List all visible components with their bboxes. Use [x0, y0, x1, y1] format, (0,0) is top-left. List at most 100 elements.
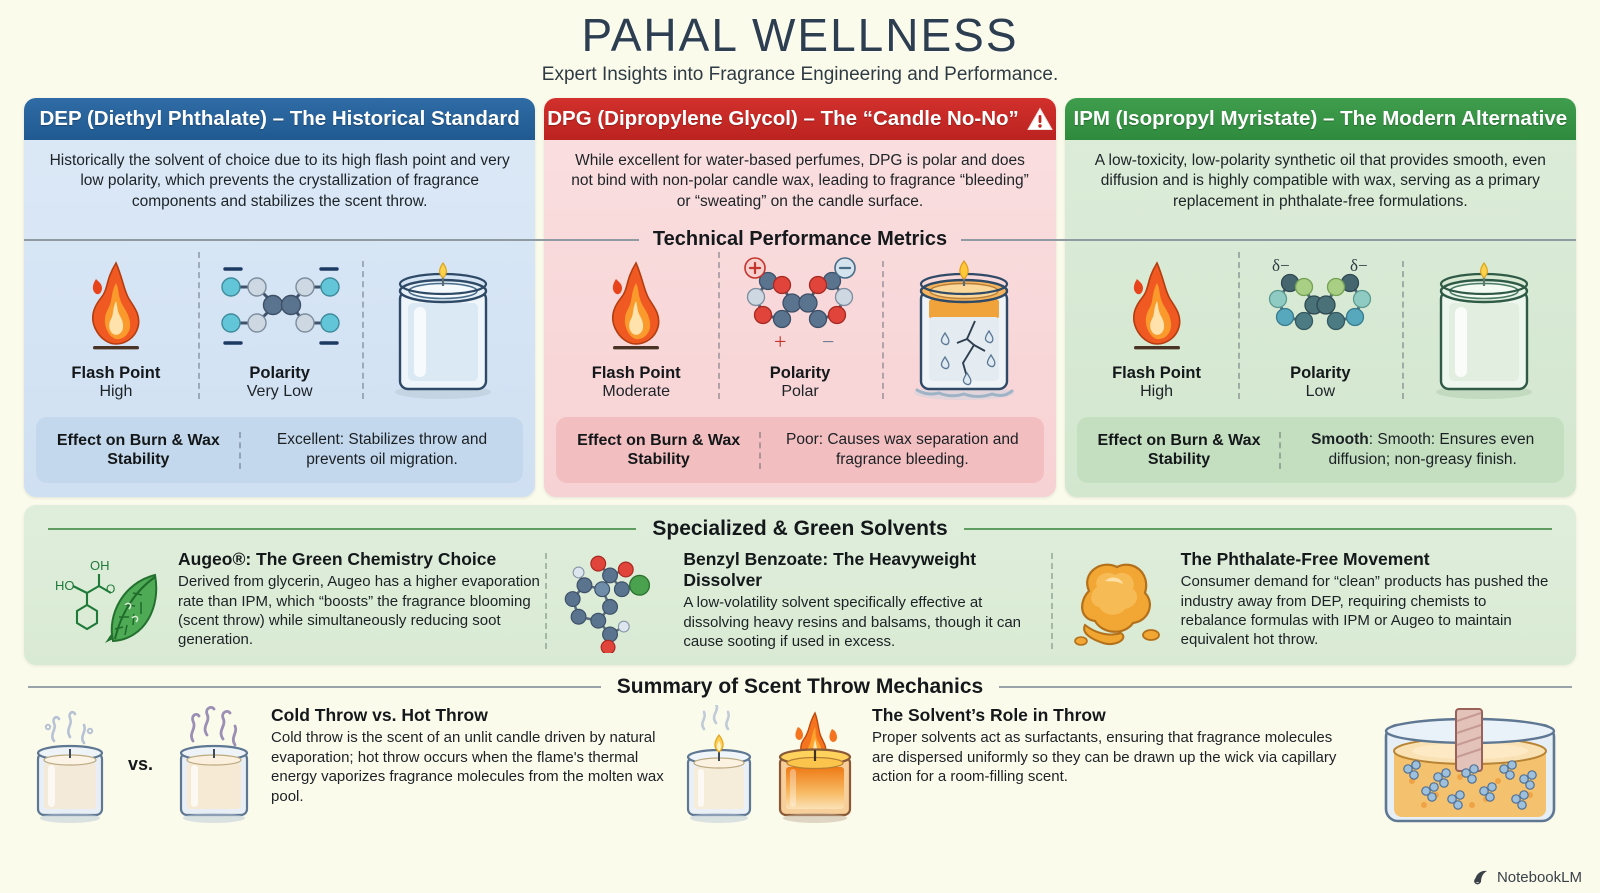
svg-text:δ−: δ− [1350, 256, 1368, 275]
metric-value: Moderate [602, 383, 671, 401]
summary-heading: Summary of Scent Throw Mechanics [24, 673, 1576, 705]
summary-section: Summary of Scent Throw Mechanics [24, 673, 1576, 833]
effect-label: Effect on Burn & Wax Stability [1077, 423, 1282, 477]
column-dep-header: DEP (Diethyl Phthalate) – The Historical… [24, 98, 536, 140]
lit-candles-art [676, 705, 862, 824]
metric-name: Flash Point [591, 364, 681, 383]
green-item-benzyl-benzoate: Benzyl Benzoate: The Heavyweight Dissolv… [545, 549, 1052, 654]
candle-jar-green-icon [1404, 259, 1564, 401]
effect-row-dep: Effect on Burn & Wax Stability Excellent… [36, 417, 524, 484]
svg-text:OH: OH [90, 558, 110, 573]
svg-text:+: + [774, 329, 786, 354]
metric-name: Polarity [769, 364, 831, 383]
column-ipm-metrics: Flash Point High [1065, 242, 1576, 407]
solvent-columns: DEP (Diethyl Phthalate) – The Historical… [0, 86, 1600, 498]
column-ipm-header: IPM (Isopropyl Myristate) – The Modern A… [1064, 98, 1576, 140]
flame-icon [36, 250, 196, 360]
green-item-text: Benzyl Benzoate: The Heavyweight Dissolv… [683, 549, 1046, 651]
column-dpg: DPG (Dipropylene Glycol) – The “Candle N… [544, 98, 1056, 498]
candle-lit-small-icon [686, 705, 752, 824]
flame-icon [1077, 250, 1237, 360]
summary-item-text: Cold Throw vs. Hot Throw Cold throw is t… [271, 705, 670, 806]
divider-line-left [28, 686, 601, 689]
column-dep-metrics: Flash Point High [24, 242, 535, 407]
metric-value: High [1140, 383, 1173, 401]
header: PAHAL WELLNESS Expert Insights into Frag… [0, 0, 1600, 86]
candle-unlit-cold-icon [36, 711, 104, 824]
metric-polarity: + − Polarity Polar [718, 246, 882, 407]
summary-item-title: The Solvent’s Role in Throw [872, 705, 1106, 726]
metric-value: Very Low [246, 383, 313, 401]
column-ipm: IPM (Isopropyl Myristate) – The Modern A… [1064, 98, 1576, 498]
page-subtitle: Expert Insights into Fragrance Engineeri… [541, 64, 1059, 85]
summary-item-text: The Solvent’s Role in Throw Proper solve… [872, 705, 1358, 787]
green-item-text: The Phthalate-Free Movement Consumer dem… [1181, 549, 1552, 649]
summary-title: Summary of Scent Throw Mechanics [616, 675, 984, 699]
column-dep-title: DEP (Diethyl Phthalate) – The Historical… [39, 107, 520, 130]
candle-jar-sweating-icon [884, 259, 1044, 401]
resin-blob-icon [1059, 549, 1171, 653]
summary-item-solvent-role: The Solvent’s Role in Throw Proper solve… [676, 705, 1358, 824]
green-solvents-row: HO OH O [42, 549, 1558, 654]
summary-item-cold-vs-hot: vs. [24, 705, 670, 824]
effect-label: Effect on Burn & Wax Stability [556, 423, 761, 477]
effect-lead: Smooth [1311, 431, 1369, 449]
metric-candle-illustration [361, 255, 526, 407]
metric-polarity: δ− δ− Polarity Low [1238, 246, 1402, 407]
green-item-body: Derived from glycerin, Augeo has a highe… [178, 573, 540, 648]
effect-label: Effect on Burn & Wax Stability [36, 423, 241, 477]
leaf-molecule-icon: HO OH O [48, 549, 168, 653]
summary-item-title: Cold Throw vs. Hot Throw [271, 705, 488, 726]
svg-text:O: O [106, 582, 115, 596]
candle-unlit-warm-icon [179, 706, 249, 824]
summary-item-body: Cold throw is the scent of an unlit cand… [271, 729, 664, 805]
beaker-wick-dispersion-icon [1364, 705, 1576, 833]
metric-candle-illustration [1402, 255, 1566, 407]
green-item-body: Consumer demand for “clean” products has… [1180, 573, 1549, 648]
candle-jar-clean-icon [364, 259, 524, 401]
green-solvents-section: Specialized & Green Solvents [24, 505, 1576, 666]
metric-polarity: Polarity Very Low [197, 246, 362, 407]
green-item-title: The Phthalate-Free Movement [1180, 549, 1430, 570]
notebooklm-label: NotebookLM [1496, 869, 1582, 886]
column-dpg-description: While excellent for water-based perfumes… [571, 152, 1029, 210]
candle-lit-hot-icon [778, 711, 852, 824]
metric-value: Polar [781, 383, 819, 401]
svg-text:HO: HO [55, 578, 75, 593]
column-ipm-title: IPM (Isopropyl Myristate) – The Modern A… [1073, 107, 1568, 130]
molecule-polar-icon: + − [720, 250, 880, 360]
metric-name: Polarity [1290, 364, 1351, 383]
svg-text:−: − [822, 329, 834, 354]
divider-line-right [999, 686, 1572, 689]
metric-flash-point: Flash Point High [1075, 246, 1239, 407]
column-dep: DEP (Diethyl Phthalate) – The Historical… [24, 98, 536, 498]
warning-triangle-icon [1026, 107, 1053, 130]
effect-row-ipm: Effect on Burn & Wax Stability Smooth: S… [1076, 417, 1564, 484]
effect-row-dpg: Effect on Burn & Wax Stability Poor: Cau… [556, 417, 1044, 484]
molecule-nonpolar-icon [200, 250, 360, 360]
green-item-title: Benzyl Benzoate: The Heavyweight Dissolv… [683, 549, 977, 591]
summary-item-body: Proper solvents act as surfactants, ensu… [872, 729, 1337, 786]
divider-line-right [963, 528, 1552, 531]
effect-text: Poor: Causes wax separation and fragranc… [786, 431, 1019, 469]
effect-text: Smooth: Smooth: Ensures even diffusion; … [1311, 431, 1535, 469]
green-solvents-title: Specialized & Green Solvents [652, 517, 948, 541]
benzyl-benzoate-molecule-icon [553, 549, 673, 654]
green-item-augeo: HO OH O [42, 549, 547, 653]
effect-text: Excellent: Stabilizes throw and prevents… [276, 431, 488, 469]
metric-value: High [99, 383, 133, 401]
column-dep-description: Historically the solvent of choice due t… [49, 152, 510, 210]
molecule-lowpolar-icon: δ− δ− [1240, 250, 1400, 360]
green-item-phthalate-free: The Phthalate-Free Movement Consumer dem… [1050, 549, 1558, 653]
green-solvents-heading: Specialized & Green Solvents [42, 513, 1558, 549]
green-item-body: A low-volatility solvent specifically ef… [683, 594, 1022, 650]
flame-icon [556, 250, 716, 360]
notebooklm-icon [1474, 870, 1487, 885]
metric-name: Polarity [249, 364, 310, 383]
column-ipm-description: A low-toxicity, low-polarity synthetic o… [1094, 152, 1546, 210]
metric-name: Flash Point [71, 364, 161, 383]
cold-hot-candles-art: vs. [24, 705, 261, 824]
page-title: PAHAL WELLNESS [581, 9, 1019, 61]
column-dpg-title: DPG (Dipropylene Glycol) – The “Candle N… [547, 107, 1019, 130]
